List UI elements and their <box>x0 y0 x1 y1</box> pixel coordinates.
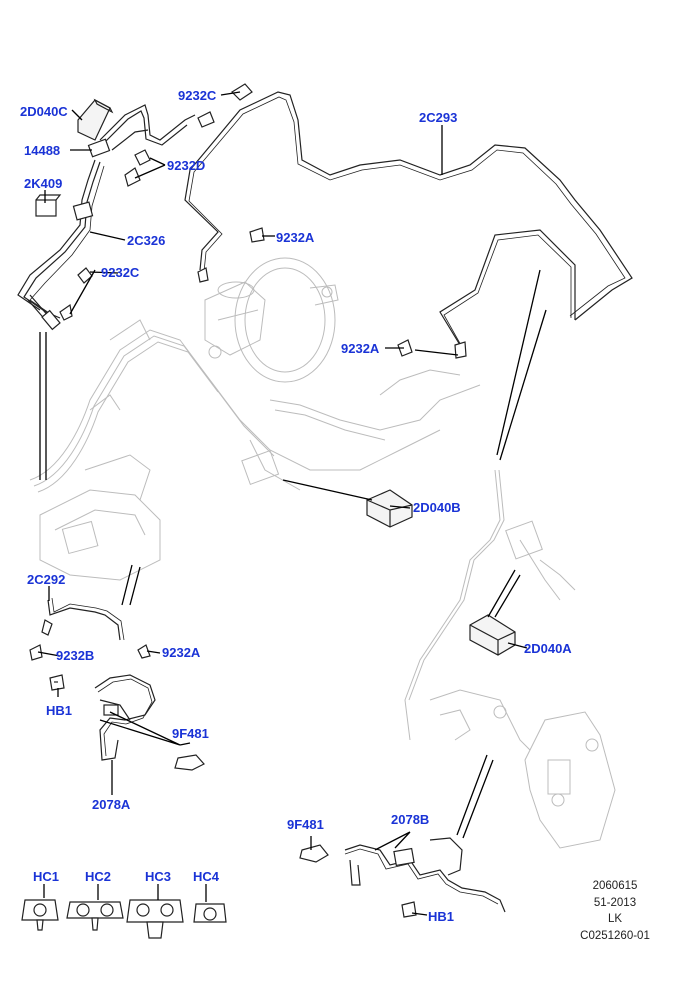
sensor-lead-2078A <box>94 674 156 761</box>
fitting-9232D-b <box>124 167 141 187</box>
brake-booster-ghost <box>234 257 336 383</box>
callout-9F481-left: 9F481 <box>172 726 209 741</box>
callout-14488: 14488 <box>24 143 61 158</box>
reference-number: 2060615 <box>592 880 638 892</box>
fitting-9232A-low <box>137 644 151 659</box>
callout-2D040A: 2D040A <box>524 641 572 656</box>
caliper-ghost <box>524 711 616 849</box>
callout-9232D: 9232D <box>167 158 206 173</box>
callout-2C293: 2C293 <box>419 110 458 125</box>
callout-HC2: HC2 <box>85 869 112 884</box>
sensor-lead-2078B <box>344 844 506 913</box>
fitting-9232C-top <box>231 83 253 101</box>
bracket-9F481-right <box>299 844 329 863</box>
callout-2D040C: 2D040C <box>20 104 68 119</box>
ghost-assembly <box>29 257 616 849</box>
bracket-9F481-left <box>174 754 205 771</box>
callout-2C326: 2C326 <box>127 233 166 248</box>
callout-HC3: HC3 <box>145 869 172 884</box>
tee-fitting-14488 <box>87 138 111 158</box>
callout-2K409: 2K409 <box>24 176 63 191</box>
brake-pipe-2C292 <box>47 599 121 641</box>
brake-pipe-inner <box>439 229 576 346</box>
reference-date: 51-2013 <box>593 896 637 909</box>
fitting-9232D-a <box>134 149 151 166</box>
clip-2K409 <box>35 199 57 217</box>
callout-9232A-top: 9232A <box>276 230 315 245</box>
connector-2D040C <box>77 99 111 141</box>
parts <box>17 83 633 939</box>
callout-9232A-low: 9232A <box>162 645 201 660</box>
connector-2D040B <box>366 489 413 528</box>
abs-modulator-ghost <box>39 489 161 581</box>
callout-2078A: 2078A <box>92 797 131 812</box>
clip-HC4 <box>193 903 227 923</box>
callout-9232B: 9232B <box>56 648 95 663</box>
callout-HC4: HC4 <box>193 869 220 884</box>
brake-pipe-2C293 <box>184 91 633 321</box>
bolt-HB1-right <box>401 901 417 918</box>
callout-2C292: 2C292 <box>27 572 66 587</box>
fitting-9232A-mid <box>397 339 413 357</box>
callout-9232C-top: 9232C <box>178 88 217 103</box>
master-cylinder-ghost <box>204 281 266 356</box>
fitting-pair-9232C <box>197 111 215 128</box>
fitting-9232A-top <box>249 227 265 243</box>
clip-HC2 <box>66 901 124 931</box>
callout-HB1-left: HB1 <box>46 703 73 718</box>
callout-9F481-right: 9F481 <box>287 817 324 832</box>
callout-HC1: HC1 <box>33 869 60 884</box>
hose-end-fitting <box>41 309 61 331</box>
callout-HB1-right: HB1 <box>428 909 455 924</box>
clip-HC1 <box>21 899 59 931</box>
callout-9232A-mid: 9232A <box>341 341 380 356</box>
leader-lines <box>37 91 547 916</box>
callout-9232C-mid: 9232C <box>101 265 140 280</box>
reference-illustration-id: C0251260-01 <box>580 929 650 942</box>
reference-block: 2060615 51-2013 LK C0251260-01 <box>560 878 670 944</box>
callout-2D040B: 2D040B <box>413 500 461 515</box>
reference-code: LK <box>607 913 623 925</box>
callout-2078B: 2078B <box>391 812 430 827</box>
fitting-9232B <box>29 644 43 661</box>
clip-HC3 <box>126 899 184 939</box>
